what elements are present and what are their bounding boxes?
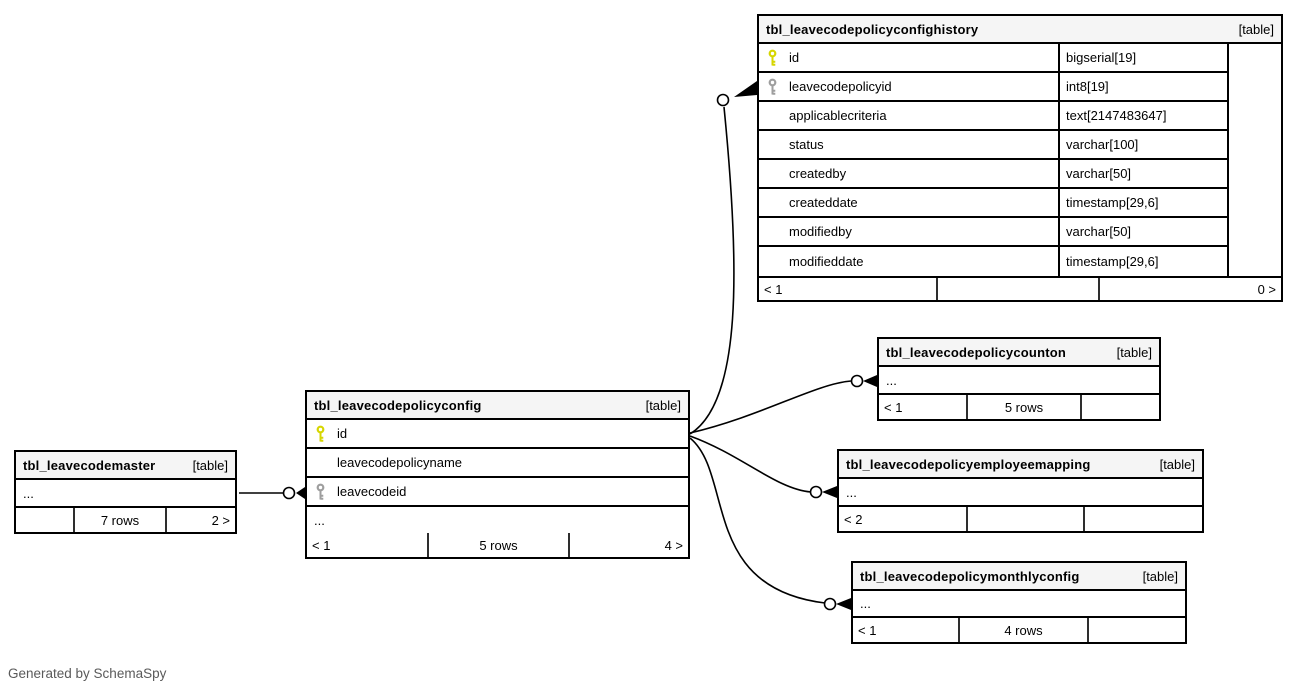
- column-type: bigserial[19]: [1058, 44, 1227, 71]
- footer-pagination-right: 2 >: [211, 512, 230, 528]
- column-row-leavecodepolicyid: leavecodepolicyid int8[19]: [759, 73, 1227, 102]
- column-type: varchar[50]: [1058, 218, 1227, 245]
- table-footer: < 2: [839, 507, 1202, 531]
- edge-master-config: [239, 486, 305, 500]
- column-type: text[2147483647]: [1058, 102, 1227, 129]
- footer-row-count: 5 rows: [968, 395, 1082, 419]
- footer-pagination-left: < 1: [759, 278, 938, 300]
- table-badge: [table]: [192, 457, 228, 473]
- table-title: tbl_leavecodepolicycounton: [886, 344, 1067, 360]
- footer-pagination-right: [1085, 507, 1202, 531]
- ellipsis-row: ...: [879, 367, 1159, 395]
- table-header-config[interactable]: tbl_leavecodepolicyconfig [table]: [307, 392, 688, 420]
- column-row-id: id bigserial[19]: [759, 44, 1227, 73]
- table-footer: 7 rows 2 >: [16, 508, 235, 532]
- footer-pagination-left: [16, 508, 75, 532]
- edge-config-monthlyconfig: [689, 437, 851, 611]
- table-badge: [table]: [1159, 456, 1195, 472]
- footer-pagination-left: < 1: [853, 618, 960, 642]
- footer-pagination-left: < 1: [879, 395, 968, 419]
- column-row-createddate: createddate timestamp[29,6]: [759, 189, 1227, 218]
- table-title: tbl_leavecodepolicymonthlyconfig: [860, 568, 1080, 584]
- table-badge: [table]: [645, 397, 681, 413]
- column-type: timestamp[29,6]: [1058, 247, 1227, 276]
- table-monthlyconfig: tbl_leavecodepolicymonthlyconfig [table]…: [851, 561, 1187, 644]
- footer-row-count: 4 rows: [960, 618, 1089, 642]
- footer-pagination-right: [1082, 395, 1159, 419]
- table-header-counton[interactable]: tbl_leavecodepolicycounton [table]: [879, 339, 1159, 367]
- footer-row-count: [938, 278, 1100, 300]
- table-counton: tbl_leavecodepolicycounton [table] ... <…: [877, 337, 1161, 421]
- table-header-monthlyconfig[interactable]: tbl_leavecodepolicymonthlyconfig [table]: [853, 563, 1185, 591]
- table-title: tbl_leavecodepolicyconfighistory: [766, 21, 979, 37]
- footer-pagination-right: 4 >: [664, 537, 683, 553]
- column-row-createdby: createdby varchar[50]: [759, 160, 1227, 189]
- column-row-applicablecriteria: applicablecriteria text[2147483647]: [759, 102, 1227, 131]
- table-confighistory: tbl_leavecodepolicyconfighistory [table]…: [757, 14, 1283, 302]
- column-type: varchar[50]: [1058, 160, 1227, 187]
- footer-pagination-left: < 1: [307, 533, 429, 557]
- table-title: tbl_leavecodepolicyemployeemapping: [846, 456, 1091, 472]
- table-footer: < 1 0 >: [759, 276, 1281, 300]
- column-type: int8[19]: [1058, 73, 1227, 100]
- edge-config-confighistory: [689, 81, 757, 435]
- footer-pagination-right: [1089, 618, 1185, 642]
- edge-config-counton: [689, 374, 877, 434]
- primary-key-icon: [768, 49, 777, 66]
- footer-pagination-left: < 2: [839, 507, 968, 531]
- table-header-master[interactable]: tbl_leavecodemaster [table]: [16, 452, 235, 480]
- table-employeemapping: tbl_leavecodepolicyemployeemapping [tabl…: [837, 449, 1204, 533]
- table-badge: [table]: [1142, 568, 1178, 584]
- column-row-id: id: [307, 420, 688, 449]
- primary-key-icon: [316, 425, 325, 442]
- column-row-modifiedby: modifiedby varchar[50]: [759, 218, 1227, 247]
- ellipsis-row: ...: [16, 480, 235, 508]
- footer-row-count: 5 rows: [429, 533, 570, 557]
- table-footer: < 1 4 rows: [853, 618, 1185, 642]
- table-badge: [table]: [1238, 21, 1274, 37]
- foreign-key-icon: [316, 483, 325, 500]
- table-header-employeemapping[interactable]: tbl_leavecodepolicyemployeemapping [tabl…: [839, 451, 1202, 479]
- column-row-modifieddate: modifieddate timestamp[29,6]: [759, 247, 1227, 276]
- generated-by-note: Generated by SchemaSpy: [8, 666, 167, 681]
- table-footer: < 1 5 rows 4 >: [307, 533, 688, 557]
- ellipsis-row: ...: [839, 479, 1202, 507]
- column-row-leavecodepolicyname: leavecodepolicyname: [307, 449, 688, 478]
- table-badge: [table]: [1116, 344, 1152, 360]
- edge-config-employeemapping: [689, 435, 837, 499]
- table-footer: < 1 5 rows: [879, 395, 1159, 419]
- column-type: varchar[100]: [1058, 131, 1227, 158]
- table-config: tbl_leavecodepolicyconfig [table] id lea…: [305, 390, 690, 559]
- footer-row-count: 7 rows: [75, 508, 167, 532]
- column-row-leavecodeid: leavecodeid: [307, 478, 688, 507]
- column-row-status: status varchar[100]: [759, 131, 1227, 160]
- column-type: timestamp[29,6]: [1058, 189, 1227, 216]
- table-title: tbl_leavecodepolicyconfig: [314, 397, 482, 413]
- table-header-confighistory[interactable]: tbl_leavecodepolicyconfighistory [table]: [759, 16, 1281, 44]
- table-master: tbl_leavecodemaster [table] ... 7 rows 2…: [14, 450, 237, 534]
- ellipsis-row: ...: [307, 507, 688, 533]
- fk-anchor-column: [1227, 44, 1281, 276]
- table-title: tbl_leavecodemaster: [23, 457, 156, 473]
- ellipsis-row: ...: [853, 591, 1185, 618]
- footer-pagination-right: 0 >: [1257, 281, 1276, 297]
- footer-row-count: [968, 507, 1085, 531]
- foreign-key-icon: [768, 78, 777, 95]
